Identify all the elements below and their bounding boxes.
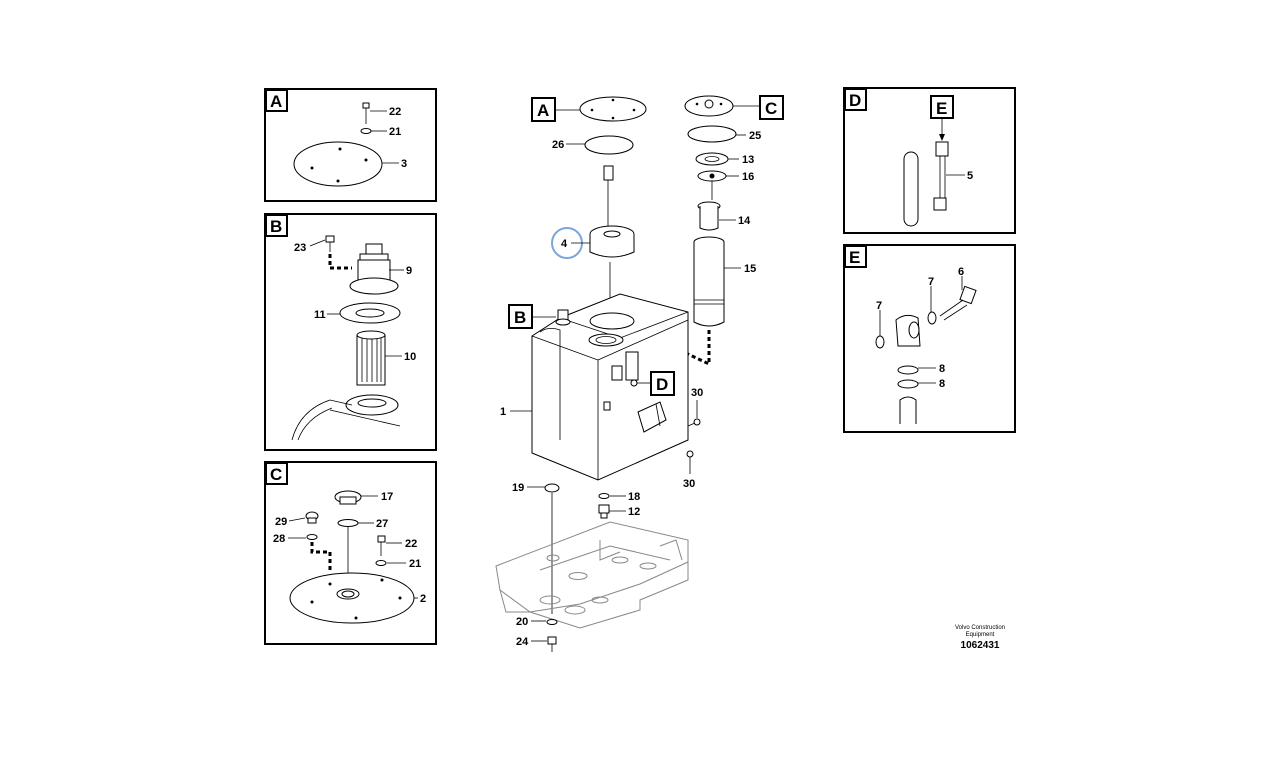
label-27: 27 [376, 518, 388, 530]
panel-c-letter: C [270, 465, 282, 484]
level-gauge-icon [933, 141, 949, 211]
bolt-icon [325, 235, 335, 252]
label-16: 16 [742, 171, 754, 183]
bolt-icon [687, 418, 701, 427]
panel-a-letter: A [270, 92, 282, 111]
label-22: 22 [405, 538, 417, 550]
washer-icon [875, 335, 885, 349]
screw-icon [377, 535, 386, 556]
washer-icon [927, 311, 937, 325]
label-12: 12 [628, 506, 640, 518]
label-17: 17 [381, 491, 393, 503]
main-assembly: A 26 4 C 25 1 [495, 95, 784, 652]
label-21: 21 [389, 126, 401, 138]
panel-a: A 22 21 3 [264, 88, 437, 202]
machine-frame [495, 521, 689, 629]
suction-strainer-icon [589, 225, 635, 258]
return-filter-icon [693, 236, 725, 327]
label-2: 2 [420, 593, 426, 605]
panel-c: C 17 29 [264, 461, 437, 645]
top-cover-plate-icon [579, 96, 647, 122]
breather-icon [555, 309, 571, 326]
label-10: 10 [404, 351, 416, 363]
label-15: 15 [744, 263, 756, 275]
gasket-icon [584, 135, 634, 155]
screw-icon [362, 102, 370, 124]
label-30: 30 [691, 387, 703, 399]
label-28: 28 [273, 533, 285, 545]
panel-b: B 23 [264, 213, 437, 451]
callout-a-letter: A [537, 101, 549, 120]
banjo-fitting-icon [895, 314, 921, 347]
panel-b-letter: B [270, 217, 282, 236]
plug-icon [305, 511, 319, 524]
washer-icon [544, 483, 560, 493]
label-8: 8 [939, 378, 945, 390]
hydraulic-tank-icon [531, 293, 689, 481]
washer-icon [546, 619, 558, 625]
label-7: 7 [876, 300, 882, 312]
washer-icon [360, 128, 372, 134]
label-14: 14 [738, 215, 751, 227]
filler-cap-icon [334, 490, 362, 505]
label-19: 19 [512, 482, 524, 494]
label-8: 8 [939, 363, 945, 375]
callout-c[interactable] [759, 95, 784, 120]
callout-b-letter: B [514, 308, 526, 327]
breather-filter-icon [349, 243, 399, 295]
label-22: 22 [389, 106, 401, 118]
label-30: 30 [683, 478, 695, 490]
label-23: 23 [294, 242, 306, 254]
document-number: 1062431 [961, 640, 1000, 651]
bypass-valve-icon [697, 201, 721, 231]
label-9: 9 [406, 265, 412, 277]
label-13: 13 [742, 154, 754, 166]
panel-d: D E 5 [843, 87, 1016, 234]
o-ring-icon [897, 379, 919, 389]
label-20: 20 [516, 616, 528, 628]
o-ring-icon [598, 493, 610, 499]
label-1: 1 [500, 406, 506, 418]
label-3: 3 [401, 158, 407, 170]
label-7: 7 [928, 276, 934, 288]
footer-brand: Volvo Construction Equipment 1062431 [955, 625, 1005, 651]
panel-e-letter: E [849, 248, 860, 267]
label-24: 24 [516, 636, 529, 648]
filter-element-icon [356, 330, 386, 386]
label-11: 11 [314, 309, 326, 321]
label-6: 6 [958, 266, 964, 278]
label-4: 4 [561, 238, 568, 250]
callout-a[interactable] [531, 97, 556, 122]
panel-e: E 7 6 7 8 8 [843, 244, 1016, 433]
banjo-bolt-icon [939, 285, 977, 321]
callout-c-letter: C [765, 99, 777, 118]
label-5: 5 [967, 170, 973, 182]
bolt-icon [686, 450, 694, 458]
callout-d[interactable] [650, 371, 675, 396]
label-21: 21 [409, 558, 421, 570]
cover-plate-icon [293, 141, 383, 187]
brand-line-2: Equipment [966, 632, 995, 638]
o-ring-icon [337, 519, 359, 527]
bolt-icon [547, 636, 557, 652]
callout-b[interactable] [508, 304, 533, 329]
sight-glass-icon [903, 151, 919, 227]
callout-d-letter: D [656, 375, 668, 394]
drain-plug-icon [598, 504, 610, 519]
o-ring-icon [687, 125, 737, 143]
label-18: 18 [628, 491, 640, 503]
brand-line-1: Volvo Construction [955, 625, 1005, 631]
o-ring-icon [897, 365, 919, 375]
label-25: 25 [749, 130, 761, 142]
panel-d-sub-letter: E [936, 99, 947, 118]
panel-d-letter: D [849, 91, 861, 110]
spring-icon [695, 152, 729, 166]
label-29: 29 [275, 516, 287, 528]
label-26: 26 [552, 139, 564, 151]
